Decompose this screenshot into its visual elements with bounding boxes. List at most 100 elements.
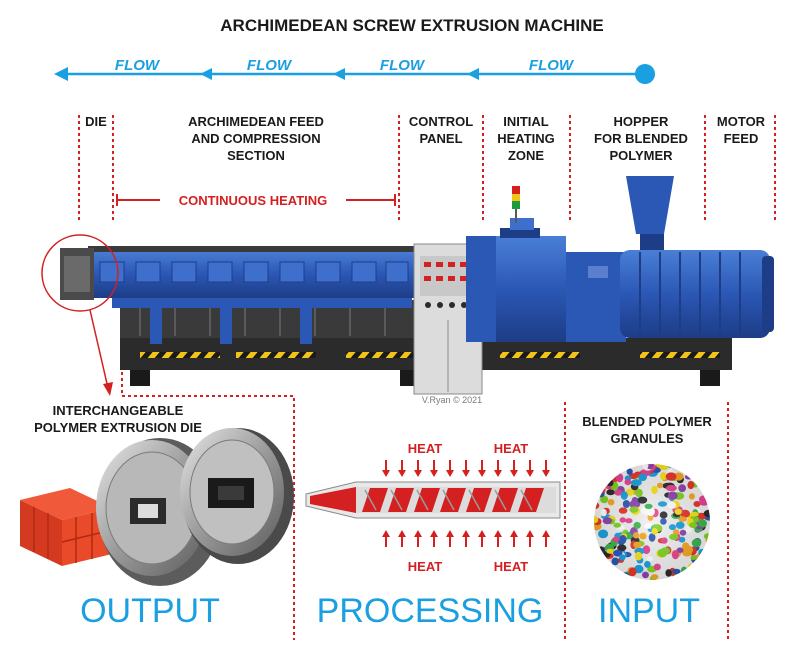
polymer-granules: [594, 464, 710, 580]
granule: [600, 468, 608, 475]
continuous-heating-label: CONTINUOUS HEATING: [179, 193, 328, 208]
callout-arrowhead-icon: [103, 382, 113, 396]
heat-arrow-down-icon: [478, 460, 486, 477]
granule: [701, 567, 710, 576]
die-callout-circle: [41, 234, 119, 312]
continuous-heating-bracket: [116, 194, 396, 206]
label-control-line1: CONTROL: [409, 114, 473, 129]
granule: [699, 554, 708, 560]
heat-arrow-down-icon: [446, 460, 454, 477]
flow-arrowhead-icon: [200, 68, 212, 80]
heat-arrow-up-icon: [526, 530, 534, 547]
granule: [594, 496, 599, 505]
granule: [699, 478, 707, 485]
hazard-stripe: [640, 352, 720, 358]
granule: [600, 465, 609, 474]
callout-line: [89, 309, 109, 389]
die-label-line1: INTERCHANGEABLE: [53, 403, 184, 418]
screw-illustration: [305, 481, 561, 519]
flow-arrowhead-icon: [333, 68, 345, 80]
tower-light-icon: [512, 186, 520, 194]
granule: [601, 475, 608, 484]
heat-arrow-up-icon: [430, 530, 438, 547]
heat-arrow-up-icon: [478, 530, 486, 547]
granule: [594, 464, 603, 471]
granule: [622, 464, 632, 468]
granule: [602, 464, 610, 470]
extrusion-machine: [60, 176, 774, 395]
heat-arrow-down-icon: [494, 460, 502, 477]
granule: [697, 480, 705, 487]
flow-label-2: FLOW: [247, 57, 293, 74]
granule: [679, 572, 689, 580]
hopper: [626, 176, 674, 234]
label-control-line2: PANEL: [419, 131, 462, 146]
granule: [700, 553, 710, 560]
hazard-stripe: [500, 352, 580, 358]
heat-label-bottom-left: HEAT: [408, 559, 442, 574]
flow-label-4: FLOW: [529, 57, 575, 74]
heat-arrow-down-icon: [398, 460, 406, 477]
label-feed-line3: SECTION: [227, 148, 285, 163]
label-feed-line1: ARCHIMEDEAN FEED: [188, 114, 324, 129]
heat-arrow-down-icon: [542, 460, 550, 477]
heat-arrow-down-icon: [430, 460, 438, 477]
stage-output: OUTPUT: [80, 592, 220, 630]
label-heating-line1: INITIAL: [503, 114, 549, 129]
granule: [682, 575, 689, 580]
heat-label-top-right: HEAT: [494, 441, 528, 456]
heat-arrows-top: [382, 460, 550, 477]
granule: [600, 476, 608, 485]
label-hopper-line1: HOPPER: [614, 114, 670, 129]
granule: [695, 473, 705, 482]
granule: [607, 572, 615, 580]
heat-arrow-up-icon: [382, 530, 390, 547]
granule: [697, 464, 708, 473]
die-label-line2: POLYMER EXTRUSION DIE: [34, 420, 202, 435]
hazard-stripe: [236, 352, 316, 358]
flow-arrowhead-icon: [54, 67, 68, 81]
flow-arrowhead-icon: [467, 68, 479, 80]
granule: [705, 490, 710, 499]
heat-arrow-up-icon: [414, 530, 422, 547]
label-hopper-line2: FOR BLENDED: [594, 131, 688, 146]
label-heating-line3: ZONE: [508, 148, 544, 163]
heat-arrow-down-icon: [510, 460, 518, 477]
hazard-stripe: [140, 352, 220, 358]
granule: [594, 475, 600, 483]
label-feed-line2: AND COMPRESSION: [191, 131, 320, 146]
heat-arrow-down-icon: [526, 460, 534, 477]
flow-start-dot-icon: [635, 64, 655, 84]
label-die: DIE: [85, 114, 107, 129]
heat-arrows-bottom: [382, 530, 550, 547]
label-motor-line1: MOTOR: [717, 114, 766, 129]
flow-label-1: FLOW: [115, 57, 161, 74]
granule: [608, 464, 618, 467]
granule: [594, 464, 604, 472]
heat-arrow-up-icon: [494, 530, 502, 547]
granule: [699, 471, 708, 478]
granule: [681, 464, 691, 470]
heat-arrow-up-icon: [398, 530, 406, 547]
granule: [598, 466, 609, 476]
heat-label-bottom-right: HEAT: [494, 559, 528, 574]
granule: [702, 464, 710, 469]
heat-label-top-left: HEAT: [408, 441, 442, 456]
granule: [706, 464, 710, 469]
granule: [609, 465, 620, 475]
extrusion-die-discs: [96, 428, 294, 586]
granule: [603, 464, 614, 469]
heat-arrow-down-icon: [382, 460, 390, 477]
granules-label-line2: GRANULES: [611, 431, 684, 446]
heat-arrow-down-icon: [414, 460, 422, 477]
heat-arrow-up-icon: [446, 530, 454, 547]
stage-input: INPUT: [598, 592, 700, 630]
flow-label-3: FLOW: [380, 57, 426, 74]
heat-arrow-down-icon: [462, 460, 470, 477]
label-motor-line2: FEED: [724, 131, 759, 146]
page-title: ARCHIMEDEAN SCREW EXTRUSION MACHINE: [220, 16, 603, 35]
hazard-stripe: [346, 352, 416, 358]
motor: [620, 250, 770, 338]
extruded-profile: [20, 488, 113, 566]
